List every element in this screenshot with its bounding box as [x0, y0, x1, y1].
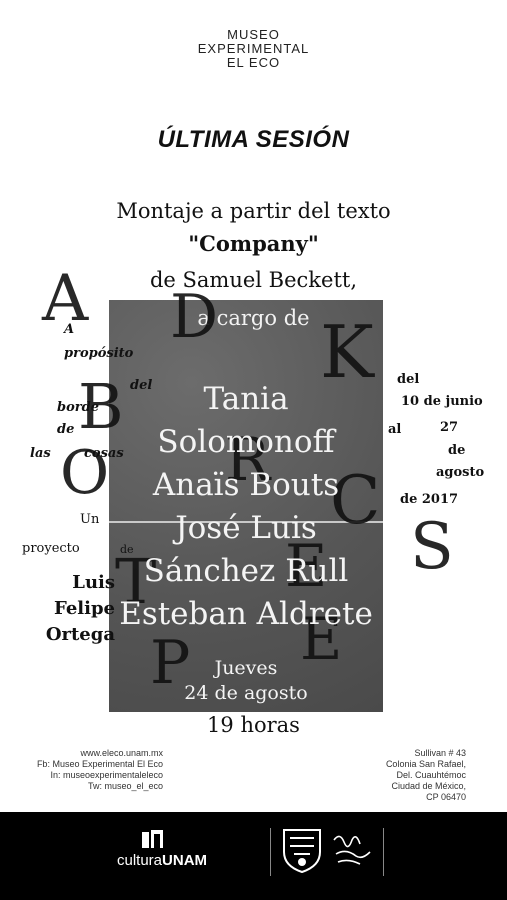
address-city: Ciudad de México,	[391, 781, 466, 791]
unam-shield-icon	[280, 826, 324, 878]
performer-name-5: Sánchez Rull	[143, 553, 349, 589]
deco-letter-c: C	[330, 462, 381, 539]
deco-letter-d: D	[170, 282, 219, 352]
deco-letter-k: K	[320, 310, 374, 394]
cultura-unam-icon	[140, 828, 166, 854]
deco-letter-p: P	[150, 628, 191, 698]
side-word-del: del	[130, 378, 153, 393]
panel-divider-line	[109, 521, 383, 523]
side-word-a: A	[64, 322, 75, 337]
footer-divider-left	[270, 828, 271, 876]
deco-letter-t: T	[115, 545, 157, 618]
schedule-block: Jueves 24 de agosto	[109, 656, 383, 706]
performer-name-3: Anaïs Bouts	[152, 467, 340, 503]
curator-name: Luis Felipe Ortega	[20, 570, 115, 648]
deco-letter-e2: E	[300, 605, 343, 673]
footer-bar	[0, 812, 507, 900]
project-word-un: Un	[80, 512, 100, 527]
footer-divider-right	[383, 828, 384, 876]
date-word-del: del	[397, 372, 420, 387]
contact-address: Sullivan # 43 Colonia San Rafael, Del. C…	[340, 748, 466, 803]
address-delegacion: Del. Cuauhtémoc	[396, 770, 466, 780]
deco-letter-b: B	[78, 370, 124, 443]
performers-list: Tania Solomonoff Anaïs Bouts José Luis S…	[109, 378, 383, 636]
schedule-day: Jueves	[214, 657, 278, 679]
side-word-las: las	[30, 446, 51, 461]
project-word-de: de	[120, 543, 134, 556]
intro-line-a-cargo: a cargo de	[197, 306, 310, 330]
contact-website[interactable]: www.eleco.unam.mx	[80, 748, 163, 758]
project-word-proyecto: proyecto	[22, 541, 80, 556]
contact-twitter[interactable]: Tw: museo_el_eco	[87, 781, 163, 791]
intro-title-company: "Company"	[188, 231, 319, 256]
date-word-al: al	[388, 422, 402, 437]
intro-line-author: de Samuel Beckett,	[149, 268, 358, 292]
unam-text: UNAM	[162, 852, 208, 869]
schedule-hours: 19 horas	[207, 713, 300, 737]
deco-letter-r: R	[225, 425, 271, 495]
date-word-de: de	[448, 443, 466, 458]
date-start: 10 de junio	[401, 394, 483, 409]
address-street: Sullivan # 43	[414, 748, 466, 758]
curator-middle-name: Felipe	[54, 598, 115, 619]
date-year: de 2017	[400, 492, 459, 507]
side-word-proposito: propósito	[64, 346, 134, 361]
intro-line-1: Montaje a partir del texto	[116, 199, 391, 223]
curator-last-name: Ortega	[45, 624, 115, 645]
unam-signature-logo-icon	[330, 830, 374, 874]
side-word-cosas: cosas	[84, 446, 124, 461]
cultura-text: cultura	[117, 852, 163, 869]
address-postal-code: CP 06470	[426, 792, 466, 802]
logo-line-el-eco: EL ECO	[226, 55, 281, 70]
side-word-de: de	[57, 422, 75, 437]
side-word-borde: borde	[57, 400, 99, 415]
contact-instagram[interactable]: In: museoexperimentaleleco	[50, 770, 163, 780]
logo-line-experimental: EXPERIMENTAL	[197, 41, 310, 56]
performer-name-4: José Luis	[175, 510, 317, 546]
performer-name-6: Esteban Aldrete	[119, 596, 373, 632]
performer-name-1: Tania	[203, 381, 289, 417]
logo-line-museo: MUSEO	[227, 27, 280, 42]
date-end-day: 27	[440, 420, 459, 435]
contact-online: www.eleco.unam.mx Fb: Museo Experimental…	[0, 748, 163, 792]
schedule-date: 24 de agosto	[184, 682, 308, 704]
deco-letter-s: S	[410, 510, 454, 584]
address-colonia: Colonia San Rafael,	[385, 759, 466, 769]
curator-first-name: Luis	[72, 572, 115, 593]
gray-background-panel	[109, 300, 383, 712]
date-end-month: agosto	[436, 465, 485, 480]
deco-letter-o: O	[60, 438, 110, 508]
cultura-unam-logo: culturaUNAM	[117, 852, 207, 869]
session-title: ÚLTIMA SESIÓN	[157, 126, 350, 153]
deco-letter-e: E	[285, 532, 328, 600]
museum-logo: MUSEO EXPERIMENTAL EL ECO	[0, 28, 507, 70]
deco-letter-a: A	[42, 262, 89, 336]
performer-name-2: Solomonoff	[157, 424, 335, 460]
contact-facebook[interactable]: Fb: Museo Experimental El Eco	[36, 759, 163, 769]
